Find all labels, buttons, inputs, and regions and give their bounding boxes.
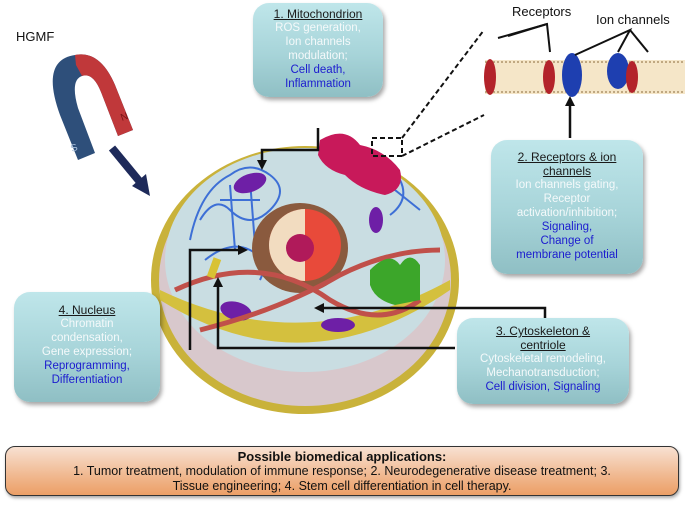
magnet-icon: N S [52,54,133,160]
cell-illustration [151,133,459,414]
box-effect: modulation; [288,50,348,62]
receptor-2 [543,60,555,94]
connector-lines [188,100,572,350]
inset-label-arrows [497,22,649,56]
box-effect: activation/inhibition; [516,207,618,219]
box-outcome: Cell division, Signaling [485,381,601,393]
svg-text:N: N [119,111,130,124]
receptors-label: Receptors [512,4,572,19]
box-outcome: Change of [540,235,594,247]
box-effect: Cytoskeletal remodeling, [480,353,606,365]
box-effect: Chromatin [60,318,114,330]
box-title: centriole [520,338,566,352]
golgi-apparatus [370,257,420,305]
box-effect: ROS generation, [275,22,361,34]
cytoskeleton-filaments [173,247,441,333]
applications-line: 1. Tumor treatment, modulation of immune… [73,464,611,478]
nucleus [252,203,348,293]
field-label: HGMF [16,29,55,44]
centriole [206,257,222,279]
mitochondrion-4 [321,318,355,332]
receptor-1 [484,59,496,95]
zoom-guide-lines [371,29,485,157]
receptor-3 [626,61,638,93]
mitochondrion-2 [369,207,383,233]
golgi-rough [318,133,401,195]
field-direction-arrow [108,145,150,196]
box-title: channels [542,164,592,178]
ion-channel-2 [607,53,629,89]
applications-panel: Possible biomedical applications: 1. Tum… [5,446,679,496]
mitochondrion-1 [233,172,267,194]
receptors-box: 2. Receptors & ion channels Ion channels… [491,140,643,274]
mitochondrion-box: 1. Mitochondrion ROS generation, Ion cha… [253,3,383,97]
applications-heading: Possible biomedical applications: [237,449,447,464]
box-effect: condensation, [51,332,123,344]
svg-text:S: S [69,142,79,155]
box-title: 4. Nucleus [58,303,116,317]
box-title: 1. Mitochondrion [273,7,363,21]
box-outcome: Cell death, [290,64,346,76]
box-effect: Gene expression; [41,346,133,358]
box-outcome: Reprogramming, [44,360,130,372]
ion-channel-1 [562,53,582,97]
connector-arrowheads [213,96,575,313]
box-effect: Receptor [543,193,591,205]
box-title: 3. Cytoskeleton & [495,324,591,338]
box-outcome: Differentiation [51,374,123,386]
box-outcome: Inflammation [285,78,351,90]
cytoskeleton-box: 3. Cytoskeleton & centriole Cytoskeletal… [457,318,629,404]
box-effect: Mechanotransduction; [486,367,600,379]
applications-line: Tissue engineering; 4. Stem cell differe… [172,479,512,493]
ion-channels-label: Ion channels [596,12,670,27]
nucleus-box: 4. Nucleus Chromatin condensation, Gene … [14,292,160,402]
box-effect: Ion channels gating, [515,179,619,191]
box-outcome: membrane potential [516,249,618,261]
box-outcome: Signaling, [541,221,593,233]
membrane-inset [484,53,685,97]
box-effect: Ion channels [285,36,351,48]
box-title: 2. Receptors & ion [517,150,617,164]
